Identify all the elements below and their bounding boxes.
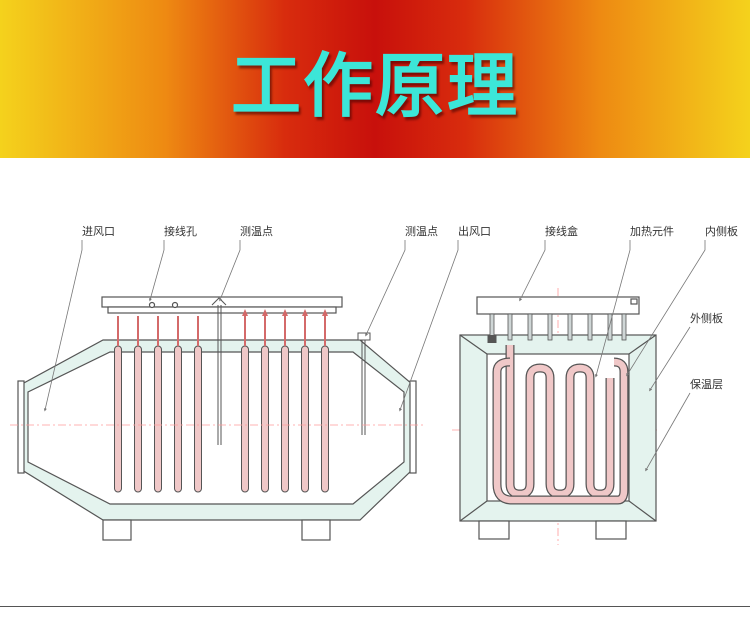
junction-box <box>476 296 640 315</box>
front-terminal-stud <box>587 313 593 341</box>
label-temp-point-left: 测温点 <box>240 225 273 238</box>
label-inner-panel: 内侧板 <box>705 224 738 238</box>
leader-wiring-hole <box>148 240 165 302</box>
label-temp-point-right: 测温点 <box>405 225 438 238</box>
page-title: 工作原理 <box>231 45 519 127</box>
temp-probe-right <box>357 332 371 435</box>
junction-box-tab <box>630 298 638 305</box>
side-foot-right <box>301 519 331 541</box>
front-terminal-stud <box>607 313 613 341</box>
leader-inlet <box>43 240 83 412</box>
side-heating-tube <box>321 345 329 493</box>
inlet-flange <box>17 380 25 474</box>
side-tube-tip <box>302 309 308 316</box>
temp-probe-left <box>211 297 227 445</box>
side-heating-tube <box>134 345 142 493</box>
front-terminal-stud <box>547 313 553 341</box>
label-heating-element: 加热元件 <box>630 225 674 238</box>
side-heating-tube <box>261 345 269 493</box>
side-tube-tip <box>282 309 288 316</box>
heating-element-coil <box>487 335 629 505</box>
leader-outlet <box>399 240 459 412</box>
side-heating-tube <box>174 345 182 493</box>
label-insulation-layer: 保温层 <box>690 377 723 391</box>
working-principle-diagram: 进风口 接线孔 测温点 测温点 出风口 接线盒 加热元件 内侧板 外侧板 保温层 <box>10 224 738 545</box>
front-terminal-stud <box>567 313 573 341</box>
side-foot-left <box>102 519 132 541</box>
leader-junction-box <box>519 240 546 302</box>
leader-inner-panel <box>626 240 706 377</box>
front-terminal-stud <box>621 313 627 341</box>
side-heating-tube <box>194 345 202 493</box>
label-inlet: 进风口 <box>82 225 115 238</box>
side-tube-tip <box>242 309 248 316</box>
side-tube-tip <box>262 309 268 316</box>
side-heating-tube <box>241 345 249 493</box>
side-heating-tube <box>301 345 309 493</box>
wiring-hole-2 <box>171 301 179 309</box>
side-terminal-box <box>107 306 337 314</box>
side-heating-tubes <box>114 309 329 493</box>
outlet-flange <box>409 380 417 474</box>
front-terminal-stud <box>527 313 533 341</box>
leader-outer-panel <box>649 326 691 392</box>
front-foot-left <box>478 520 510 540</box>
leader-temp-right <box>365 240 406 337</box>
bottom-divider <box>0 606 750 607</box>
leader-temp-left <box>219 240 241 302</box>
front-foot-right <box>595 520 627 540</box>
side-inner-chamber <box>27 351 405 505</box>
front-terminal-stud <box>507 313 513 341</box>
label-outlet: 出风口 <box>458 224 491 238</box>
side-heating-tube <box>114 345 122 493</box>
side-heating-tube <box>154 345 162 493</box>
label-outer-panel: 外侧板 <box>690 311 723 325</box>
leader-insulation <box>645 392 691 472</box>
title-banner: 工作原理 <box>0 0 750 158</box>
label-wiring-hole: 接线孔 <box>164 224 197 238</box>
wiring-hole-1 <box>148 301 156 309</box>
side-view <box>17 296 417 541</box>
side-tube-tip <box>322 309 328 316</box>
label-junction-box: 接线盒 <box>545 224 578 238</box>
leader-heating-element <box>594 240 631 378</box>
side-heating-tube <box>281 345 289 493</box>
